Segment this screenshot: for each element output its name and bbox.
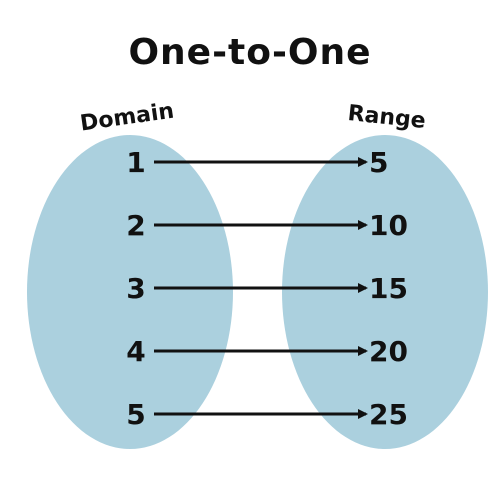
domain-ellipse [27, 135, 233, 449]
domain-value: 3 [126, 272, 145, 305]
range-value: 15 [369, 272, 408, 305]
domain-value: 5 [126, 398, 145, 431]
range-value: 25 [369, 398, 408, 431]
range-value: 20 [369, 335, 408, 368]
range-value: 5 [369, 146, 388, 179]
domain-value: 4 [126, 335, 145, 368]
range-ellipse [282, 135, 488, 449]
domain-value: 1 [126, 146, 145, 179]
range-value: 10 [369, 209, 408, 242]
range-label: Range [347, 101, 427, 134]
diagram-title: One-to-One [128, 32, 372, 73]
domain-label: Domain [79, 99, 176, 137]
domain-value: 2 [126, 209, 145, 242]
